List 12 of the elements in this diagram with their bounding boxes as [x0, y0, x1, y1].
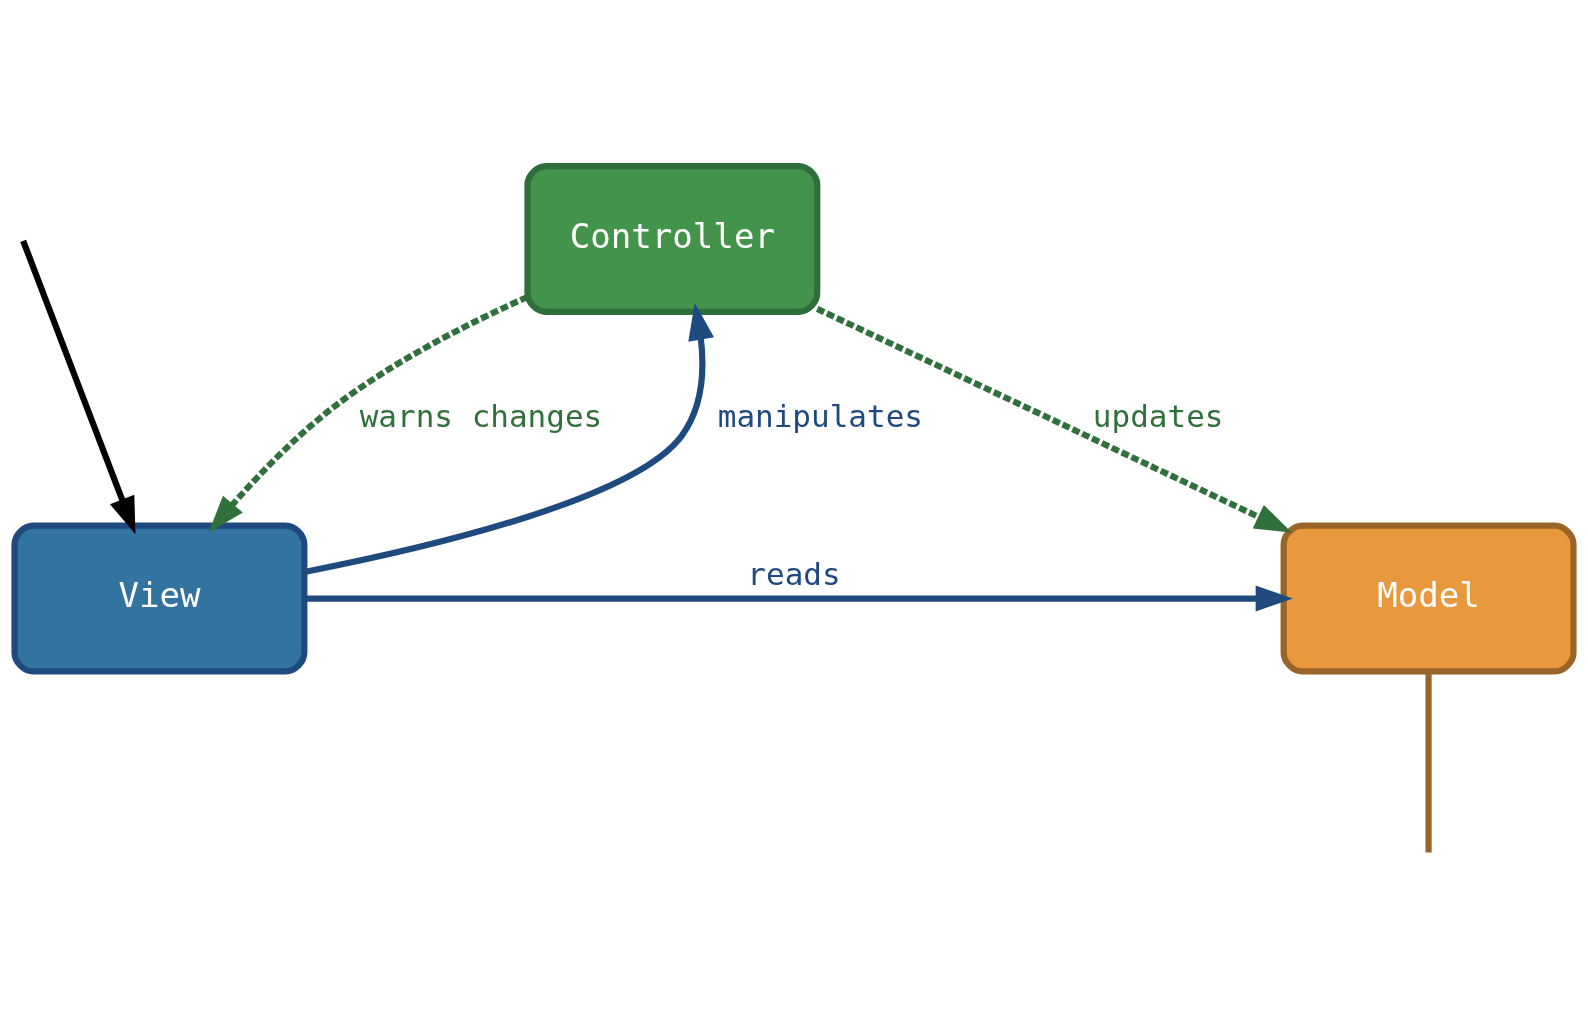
node-box: Model — [1280, 522, 1577, 675]
edge-label: reads — [747, 555, 841, 592]
connector — [1425, 671, 1432, 853]
edge-label: manipulates — [717, 397, 923, 434]
arrow — [208, 294, 529, 533]
node-box: View — [11, 522, 308, 675]
edge-label: warns changes — [359, 397, 603, 434]
node-box: Controller — [524, 163, 821, 315]
arrow — [304, 585, 1293, 612]
arrow — [20, 239, 136, 535]
arrow — [815, 306, 1292, 533]
edge-label: updates — [1092, 397, 1224, 434]
